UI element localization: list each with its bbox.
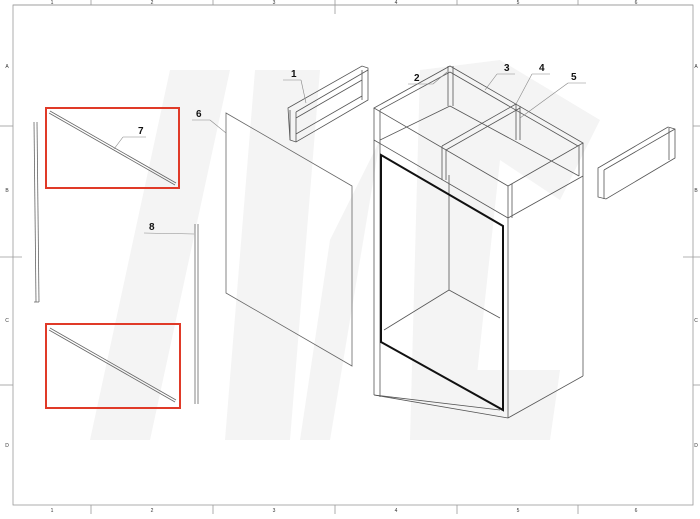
callout-8: 8 <box>149 222 155 233</box>
svg-text:3: 3 <box>273 0 276 6</box>
callout-4: 4 <box>539 63 545 74</box>
callout-leaders <box>113 71 586 235</box>
svg-text:C: C <box>5 318 9 324</box>
left-vertical-strip <box>33 121 40 303</box>
zone-labels-left: A B C D <box>5 64 9 449</box>
zone-labels-top: 1 2 3 4 5 6 <box>51 0 638 6</box>
highlight-box-bottom <box>45 323 181 409</box>
svg-text:D: D <box>5 443 9 449</box>
svg-text:5: 5 <box>517 508 520 514</box>
part-8-strip <box>194 224 199 404</box>
svg-text:A: A <box>5 64 9 70</box>
callout-7: 7 <box>138 126 144 137</box>
right-side-frame <box>597 126 676 200</box>
part-1-frame <box>287 65 369 143</box>
svg-text:6: 6 <box>635 0 638 6</box>
svg-text:6: 6 <box>635 508 638 514</box>
cabinet-body <box>373 65 584 419</box>
svg-text:2: 2 <box>151 508 154 514</box>
svg-text:A: A <box>694 64 698 70</box>
svg-text:4: 4 <box>395 0 398 6</box>
svg-text:C: C <box>694 318 698 324</box>
svg-text:5: 5 <box>517 0 520 6</box>
part-6-panel <box>225 112 353 367</box>
svg-text:D: D <box>694 443 698 449</box>
svg-text:B: B <box>5 188 9 194</box>
svg-text:B: B <box>694 188 698 194</box>
part-7-strip-top <box>48 110 177 186</box>
callout-1: 1 <box>291 69 297 80</box>
door-opening-frame <box>380 153 504 412</box>
callout-labels: 1 2 3 4 5 6 7 8 <box>138 63 577 233</box>
part-7-strip-bottom <box>48 327 177 403</box>
zone-labels-bottom: 1 2 3 4 5 6 <box>51 508 638 514</box>
callout-3: 3 <box>504 63 510 74</box>
svg-text:1: 1 <box>51 0 54 6</box>
svg-text:2: 2 <box>151 0 154 6</box>
zone-labels-right: A B C D <box>694 64 698 449</box>
svg-text:4: 4 <box>395 508 398 514</box>
svg-text:3: 3 <box>273 508 276 514</box>
callout-2: 2 <box>414 73 420 84</box>
svg-text:1: 1 <box>51 508 54 514</box>
callout-6: 6 <box>196 109 202 120</box>
callout-5: 5 <box>571 72 577 83</box>
highlight-box-top <box>45 107 180 189</box>
watermark-logo <box>90 60 600 440</box>
